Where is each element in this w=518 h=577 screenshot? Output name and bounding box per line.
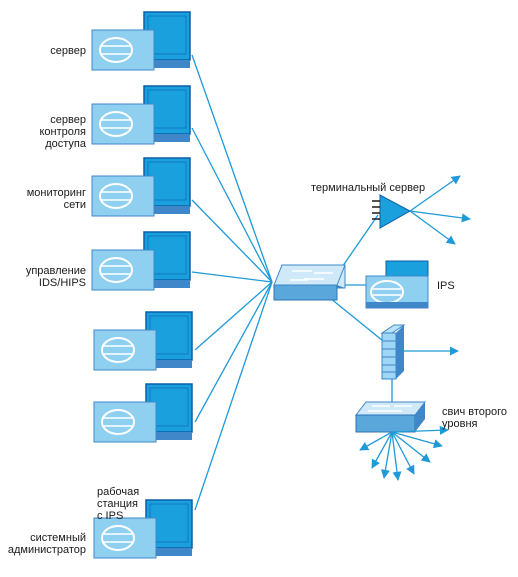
l2-switch-icon: [354, 401, 449, 481]
workstation-generic-2: [93, 383, 193, 443]
label-terminal-server: терминальный сервер: [311, 182, 426, 194]
workstation-server: [91, 11, 191, 71]
firewall-icon: [380, 324, 459, 380]
workstation-monitoring: [91, 157, 191, 217]
workstation-ids-management: [91, 231, 191, 291]
label-ips: IPS: [437, 280, 455, 292]
central-switch: [273, 264, 346, 301]
workstation-sysadmin: [93, 499, 193, 559]
label-sysadmin: системный администратор: [7, 532, 86, 556]
label-access-server: сервер контроля доступа: [39, 114, 86, 150]
label-server: сервер: [50, 45, 86, 57]
workstation-generic-1: [93, 311, 193, 371]
ips-unit-icon: [365, 260, 429, 309]
label-monitoring: мониторинг сети: [26, 187, 86, 211]
label-workstation: рабочая станция с IPS: [97, 486, 140, 522]
workstation-access-server: [91, 85, 191, 145]
label-ids-management: управление IDS/HIPS: [25, 265, 86, 289]
label-l2-switch: свич второго уровня: [442, 406, 508, 430]
terminal-server-icon: [372, 175, 471, 245]
